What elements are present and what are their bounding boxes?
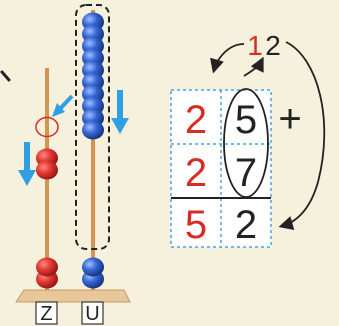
row2-tens-digit: 2 — [185, 151, 207, 195]
addition-table: 2 5 2 7 5 2 + — [170, 88, 302, 248]
rod-label-units: U — [85, 303, 99, 325]
result-tens-digit: 5 — [185, 203, 207, 247]
plus-sign: + — [278, 97, 301, 141]
row1-units-digit: 5 — [235, 98, 257, 142]
table-border — [170, 89, 272, 248]
carry-arrow-up — [243, 56, 264, 77]
abacus-base — [15, 289, 131, 303]
units-bead — [82, 120, 104, 140]
arrow-down-tens — [18, 142, 36, 186]
units-column-oval — [223, 88, 269, 198]
ten-beads-group-outline — [75, 4, 110, 250]
rod-label-tens: Z — [40, 303, 52, 325]
row1-tens-digit: 2 — [185, 98, 207, 142]
carry-digit: 1 — [247, 30, 263, 61]
result-units-digit: 2 — [235, 203, 257, 247]
edge-mark — [0, 70, 11, 82]
carry-annotation: 1 2 — [210, 30, 326, 230]
rod-label-box-units — [81, 301, 104, 325]
carry-arrow-to-result — [278, 41, 326, 230]
arrow-down-units — [111, 90, 129, 134]
tens-bead-new-outline — [35, 116, 59, 138]
arrow-transfer — [52, 94, 74, 117]
abacus: Z U — [15, 4, 131, 325]
tens-bead — [36, 160, 58, 180]
row2-units-digit: 7 — [235, 151, 257, 195]
units-beads — [82, 12, 104, 289]
rod-label-box-tens — [35, 301, 58, 325]
tens-beads — [35, 116, 59, 289]
carry-arrow-to-tens — [210, 43, 245, 74]
carry-units-digit: 2 — [265, 30, 281, 61]
units-bead — [82, 257, 104, 277]
tens-bead — [36, 257, 58, 277]
rod-units — [91, 10, 95, 290]
